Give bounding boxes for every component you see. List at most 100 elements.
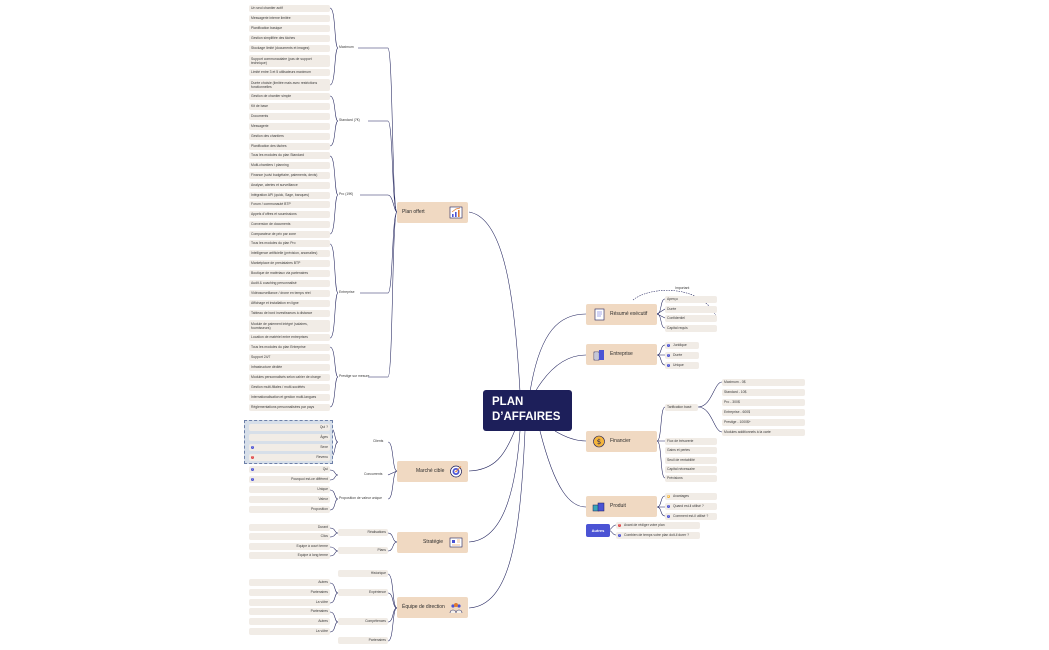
subtopic-proposition-valeur[interactable]: Proposition de valeur unique — [339, 496, 382, 500]
leaf-node[interactable]: Limité entre 3 et 5 utilisateurs maximum — [249, 69, 330, 76]
leaf-node[interactable]: Seuil de rentabilité — [665, 457, 717, 464]
leaf-node[interactable]: Support 24/7 — [249, 354, 330, 361]
leaf-node[interactable]: Flux de trésorerie — [665, 438, 717, 445]
leaf-node[interactable]: Âges — [249, 434, 330, 441]
leaf-node[interactable]: Infrastructure dédiée — [249, 364, 330, 371]
subtopic-concurrents[interactable]: Concurrents — [364, 472, 383, 476]
leaf-node[interactable]: Prévisions — [665, 475, 717, 482]
leaf-node[interactable]: Clics — [249, 533, 330, 540]
leaf-node[interactable]: Planification des tâches — [249, 143, 330, 150]
leaf-node[interactable]: i Qui — [249, 466, 330, 473]
leaf-node[interactable]: Stockage limité (documents et images) — [249, 45, 330, 52]
subtopic-plans[interactable]: Plans — [338, 547, 388, 554]
leaf-node[interactable]: Finance (suivi budgétaire, paiements, de… — [249, 172, 330, 179]
subtopic-competences[interactable]: Compétences — [338, 618, 388, 625]
leaf-node[interactable]: Capital requis — [665, 325, 717, 332]
subtopic-historique[interactable]: Historique — [338, 570, 388, 577]
subtopic-experience[interactable]: Expérience — [338, 589, 388, 596]
leaf-node[interactable]: Aperçu — [665, 296, 717, 303]
leaf-node[interactable]: Gains et pertes — [665, 447, 717, 454]
leaf-node[interactable]: Support communautaire (pas de support te… — [249, 55, 330, 67]
leaf-node[interactable]: La vôtre — [249, 628, 330, 635]
topic-marche-cible[interactable]: Marché cible — [397, 461, 468, 482]
leaf-node[interactable]: Tous les modules du plan Pro — [249, 240, 330, 247]
leaf-node[interactable]: Affichage et installation en ligne — [249, 300, 330, 307]
leaf-node[interactable]: Autres — [249, 618, 330, 625]
leaf-node[interactable]: Gestion de chantier simple — [249, 93, 330, 100]
leaf-node[interactable]: Location de matériel entre entreprises — [249, 334, 330, 341]
leaf-node[interactable]: Standard - 10$ — [722, 389, 805, 396]
leaf-node[interactable]: Durée choisie (limitée mais avec restric… — [249, 79, 330, 91]
subtopic-clients[interactable]: Clients — [373, 439, 384, 443]
leaf-node[interactable]: Messagerie interne limitée — [249, 15, 330, 22]
leaf-node[interactable]: Modules additionnels à la carte — [722, 429, 805, 436]
subtopic-pro[interactable]: Pro (19€) — [339, 192, 354, 196]
leaf-node[interactable]: Partenaires — [249, 589, 330, 596]
leaf-node[interactable]: Capital nécessaire — [665, 466, 717, 473]
leaf-node[interactable]: Appels d’offres et soumissions — [249, 211, 330, 218]
leaf-node[interactable]: i Pourquoi est-ce différent — [249, 476, 330, 483]
subtopic-tarification[interactable]: Tarification basé — [665, 404, 698, 411]
leaf-node[interactable]: i Combien de temps votre plan doit-il du… — [616, 532, 700, 539]
leaf-node[interactable]: i Sexe — [249, 444, 330, 451]
leaf-node[interactable]: ★ Avantages — [665, 493, 717, 500]
leaf-node[interactable]: Vidéosurveillance / drone en temps réel — [249, 290, 330, 297]
leaf-node[interactable]: i Juridique — [665, 342, 699, 349]
leaf-node[interactable]: Equipe à long terme — [249, 552, 330, 559]
leaf-node[interactable]: Planification basique — [249, 25, 330, 32]
leaf-node[interactable]: Analyse, alertes et surveillance — [249, 182, 330, 189]
leaf-node[interactable]: Unique — [249, 486, 330, 493]
leaf-node[interactable]: Proposition — [249, 506, 330, 513]
leaf-node[interactable]: Gestion simplifiée des tâches — [249, 35, 330, 42]
topic-resume-executif[interactable]: Résumé exécutif — [586, 304, 657, 325]
leaf-node[interactable]: Gestion des chantiers — [249, 133, 330, 140]
subtopic-entreprise[interactable]: Entreprise — [339, 290, 355, 294]
leaf-node[interactable]: Forum / communauté BTP — [249, 201, 330, 208]
relationship-label[interactable]: Important — [675, 286, 690, 290]
autres-tag[interactable]: Autres — [586, 524, 610, 537]
leaf-node[interactable]: Intelligence artificielle (prévision, an… — [249, 250, 330, 257]
leaf-node[interactable]: Comparateur de prix par zone — [249, 231, 330, 238]
leaf-node[interactable]: Qui ? — [249, 424, 330, 431]
leaf-node[interactable]: i Durée — [665, 352, 699, 359]
leaf-node[interactable]: Autres — [249, 579, 330, 586]
leaf-node[interactable]: i Quand est-il utilisé ? — [665, 503, 717, 510]
leaf-node[interactable]: La vôtre — [249, 599, 330, 606]
leaf-node[interactable]: Tous les modules du plan Entreprise — [249, 344, 330, 351]
topic-produit[interactable]: Produit — [586, 496, 657, 517]
leaf-node[interactable]: Un seul chantier actif — [249, 5, 330, 12]
topic-equipe-direction[interactable]: Équipe de direction — [397, 597, 468, 618]
topic-financier[interactable]: $ Financier — [586, 431, 657, 452]
leaf-node[interactable]: Documents — [249, 113, 330, 120]
subtopic-prestige[interactable]: Prestige sur mesure — [339, 374, 370, 378]
leaf-node[interactable]: Equipe à court terme — [249, 543, 330, 550]
central-topic[interactable]: PLAN D’AFFAIRES — [483, 390, 572, 431]
leaf-node[interactable]: ! Revenu — [249, 454, 330, 461]
leaf-node[interactable]: Messagerie — [249, 123, 330, 130]
leaf-node[interactable]: Durée — [665, 306, 717, 313]
leaf-node[interactable]: Marketplace de prestataires BTP — [249, 260, 330, 267]
leaf-node[interactable]: Modules personnalisés selon cahier de ch… — [249, 374, 330, 381]
leaf-node[interactable]: Module de paiement intégré (salaires, fo… — [249, 320, 330, 332]
leaf-node[interactable]: Conversion de documents — [249, 221, 330, 228]
subtopic-maximum[interactable]: Maximum — [339, 45, 354, 49]
leaf-node[interactable]: Partenaires — [249, 608, 330, 615]
leaf-node[interactable]: ! Avant de rédiger votre plan — [616, 522, 700, 529]
leaf-node[interactable]: Boutique de matériaux via partenaires — [249, 270, 330, 277]
leaf-node[interactable]: Kit de base — [249, 103, 330, 110]
leaf-node[interactable]: Audit & coaching personnalisé — [249, 280, 330, 287]
subtopic-partenaires[interactable]: Partenaires — [338, 637, 388, 644]
leaf-node[interactable]: Pro - 300$ — [722, 399, 805, 406]
leaf-node[interactable]: Entreprise - 600$ — [722, 409, 805, 416]
leaf-node[interactable]: Confidentiel — [665, 315, 717, 322]
leaf-node[interactable]: Internationalisation et gestion multi-la… — [249, 394, 330, 401]
leaf-node[interactable]: Valeur — [249, 496, 330, 503]
leaf-node[interactable]: Gestion multi-filiales / multi-sociétés — [249, 384, 330, 391]
topic-plan-offert[interactable]: Plan offert — [397, 202, 468, 223]
leaf-node[interactable]: Multi-chantiers / planning — [249, 162, 330, 169]
topic-entreprise[interactable]: Entreprise — [586, 344, 657, 365]
leaf-node[interactable]: Tous les modules du plan Standard — [249, 152, 330, 159]
leaf-node[interactable]: i Comment est-il utilisé ? — [665, 513, 717, 520]
leaf-node[interactable]: i Unique — [665, 362, 699, 369]
leaf-node[interactable]: Réglementations personnalisées par pays — [249, 404, 330, 411]
